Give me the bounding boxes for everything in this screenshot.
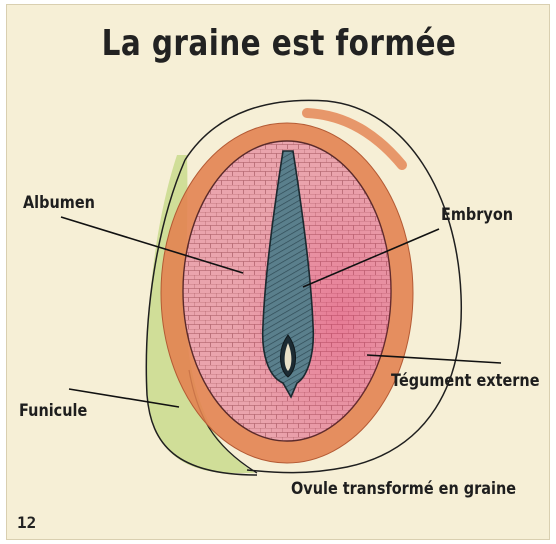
caption: Ovule transformé en graine xyxy=(291,479,516,499)
label-tegument-externe: Tégument externe xyxy=(391,371,539,391)
page-number: 12 xyxy=(17,513,36,532)
seed-diagram xyxy=(7,5,550,540)
label-embryon: Embryon xyxy=(441,205,513,225)
illustration-plate: La graine est formée Albumen Embryon Tég… xyxy=(6,4,550,540)
label-funicule: Funicule xyxy=(19,401,87,421)
page-title: La graine est formée xyxy=(56,23,502,64)
label-albumen: Albumen xyxy=(23,193,95,213)
